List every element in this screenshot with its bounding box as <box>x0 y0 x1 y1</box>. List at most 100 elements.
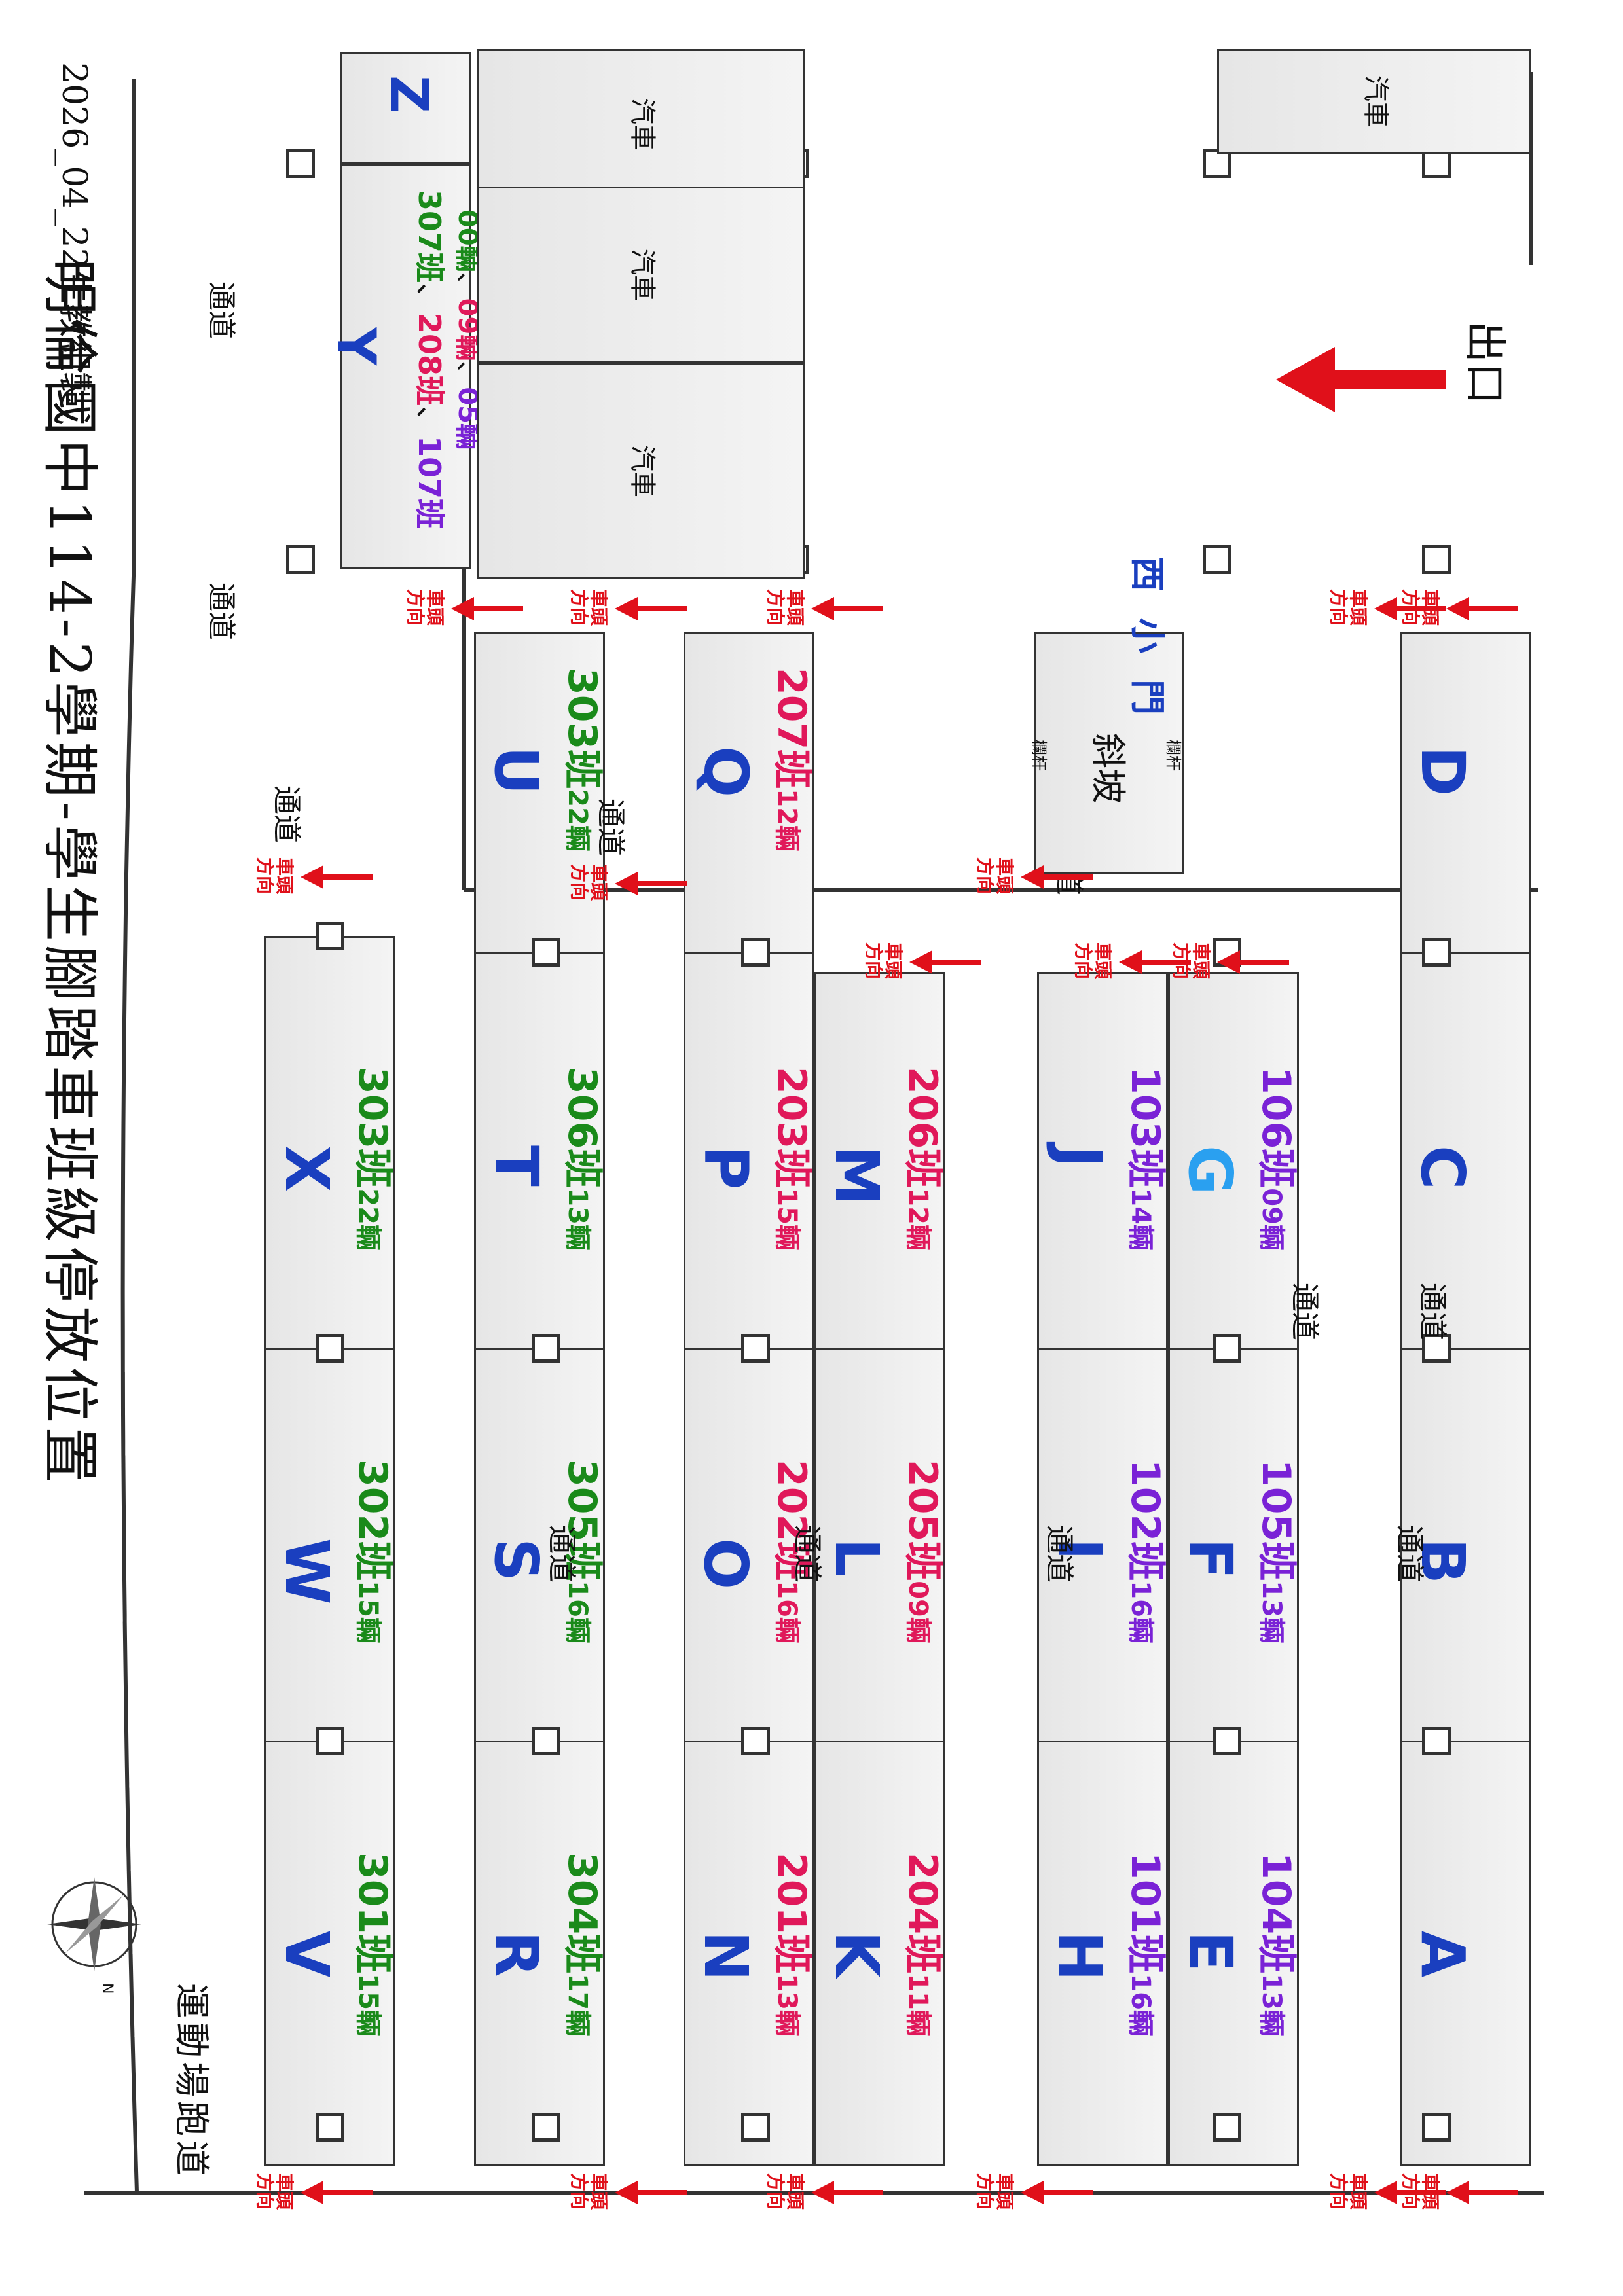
zone-class-W: 302班15輛 <box>350 1460 395 1643</box>
zone-count-J: 14輛 <box>1125 1188 1156 1251</box>
passage-label-1: 通道 <box>594 798 627 856</box>
zone-class-M: 206班12輛 <box>900 1067 945 1251</box>
zone-count-O: 16輛 <box>772 1581 802 1643</box>
head-dir-10: 車頭方向 <box>765 2173 806 2210</box>
zone-letter-Y: Y <box>326 327 387 365</box>
post-marker <box>1213 1727 1241 1755</box>
gate-label: 西小門 <box>1127 556 1168 741</box>
zone-class-G: 106班09輛 <box>1253 1067 1299 1251</box>
head-dir-text: 方向 <box>405 589 426 626</box>
post-marker <box>1422 1727 1451 1755</box>
head-dir-text: 車頭 <box>274 2173 295 2210</box>
head-dir-text: 方向 <box>1400 589 1421 626</box>
head-dir-text: 車頭 <box>1347 589 1369 626</box>
head-dir-11: 車頭方向 <box>974 2173 1015 2210</box>
post-marker <box>532 1334 560 1363</box>
zone-class-N: 201班13輛 <box>769 1852 814 2036</box>
head-dir-text: 車頭 <box>994 857 1015 895</box>
zone-letter-U: U <box>481 746 551 795</box>
passage-label-8: 通道 <box>1415 1283 1449 1340</box>
post-marker <box>1422 545 1451 574</box>
zone-letter-K: K <box>822 1931 892 1978</box>
head-dir-text: 方向 <box>568 589 590 626</box>
post-marker <box>1213 1334 1241 1363</box>
head-dir-text: 車頭 <box>1092 942 1114 980</box>
zone-letter-R: R <box>481 1931 551 1977</box>
direction-arrow-icon <box>615 872 687 895</box>
direction-arrow-icon <box>615 2181 687 2204</box>
post-marker <box>741 2113 770 2142</box>
direction-arrow-icon <box>909 950 981 974</box>
head-dir-4: 車頭方向 <box>974 857 1015 895</box>
rail-label-2: 欄杆 <box>1164 740 1182 771</box>
zone-class-F: 105班13輛 <box>1253 1460 1299 1643</box>
head-dir-6: 車頭方向 <box>1328 589 1369 626</box>
head-dir-text: 方向 <box>568 2173 590 2210</box>
post-marker <box>1422 938 1451 967</box>
zone-Y-cls1: 307班 <box>412 190 447 283</box>
post-marker <box>316 2113 344 2142</box>
direction-arrow-icon <box>1374 597 1446 620</box>
head-dir-text: 方向 <box>863 942 884 980</box>
head-dir-text: 車頭 <box>588 864 610 901</box>
head-dir-text: 車頭 <box>424 589 446 626</box>
head-dir-text: 方向 <box>765 589 786 626</box>
zone-letter-A: A <box>1408 1931 1478 1978</box>
head-dir-text: 車頭 <box>784 2173 806 2210</box>
head-dir-16: 車頭方向 <box>1171 942 1212 979</box>
rail-label-1: 欄杆 <box>1030 740 1048 771</box>
ramp-label: 斜坡 <box>1087 733 1129 804</box>
zone-Y-sep: 、 <box>412 283 447 314</box>
zone-letter-Q: Q <box>691 746 761 798</box>
passage-label-7: 通道 <box>1288 1283 1321 1340</box>
exit-label: 出口 <box>1460 321 1508 404</box>
zone-letter-E: E <box>1175 1931 1245 1972</box>
passage-label-0: 通道 <box>270 785 303 843</box>
zone-count-X: 22輛 <box>353 1188 383 1251</box>
head-dir-text: 方向 <box>974 2173 996 2210</box>
zone-class-Q: 207班12輛 <box>769 668 814 852</box>
zone-count-M: 12輛 <box>903 1188 933 1251</box>
head-dir-text: 車頭 <box>588 589 610 626</box>
zone-class-H: 101班16輛 <box>1122 1852 1168 2036</box>
zone-divider <box>1037 1348 1168 1350</box>
zone-count-U: 22輛 <box>562 789 593 852</box>
zone-divider <box>1400 952 1531 954</box>
zone-letter-S: S <box>481 1538 551 1582</box>
head-dir-2: 車頭方向 <box>765 589 806 626</box>
passage-label-top-a: 通道 <box>204 281 238 339</box>
zone-letter-T: T <box>481 1145 551 1187</box>
direction-arrow-icon <box>1119 950 1191 974</box>
zone-class-K: 204班11輛 <box>900 1852 945 2036</box>
passage-label-4: 通道 <box>790 1525 824 1583</box>
zone-letter-H: H <box>1044 1931 1114 1981</box>
zone-class-R: 304班17輛 <box>559 1852 605 2036</box>
head-dir-text: 方向 <box>1328 589 1349 626</box>
post-marker <box>741 1727 770 1755</box>
passage-label-top-b: 通道 <box>204 583 238 640</box>
direction-arrow-icon <box>1217 950 1289 974</box>
car-label-2: 汽車 <box>627 445 657 497</box>
zone-letter-X: X <box>272 1145 342 1192</box>
post-marker <box>532 1727 560 1755</box>
direction-arrow-icon <box>1374 2181 1446 2204</box>
compass-icon <box>47 1877 141 1971</box>
passage-label-5: 通道 <box>1042 1525 1076 1583</box>
zone-count-G: 09輛 <box>1256 1188 1286 1251</box>
post-marker <box>532 2113 560 2142</box>
zone-Y <box>340 164 471 569</box>
zone-letter-N: N <box>691 1931 761 1981</box>
head-dir-text: 車頭 <box>784 589 806 626</box>
zone-letter-W: W <box>272 1538 342 1605</box>
zone-count-W: 15輛 <box>353 1581 383 1643</box>
head-dir-5: 車頭方向 <box>568 864 610 901</box>
zone-letter-D: D <box>1408 746 1478 797</box>
zone-Y-cls3: 107班 <box>412 436 447 529</box>
direction-arrow-icon <box>1021 865 1093 889</box>
zone-count-F: 13輛 <box>1256 1581 1286 1643</box>
head-dir-text: 方向 <box>1328 2173 1349 2210</box>
zone-letter-G: G <box>1175 1145 1245 1195</box>
head-dir-text: 車頭 <box>883 942 904 980</box>
